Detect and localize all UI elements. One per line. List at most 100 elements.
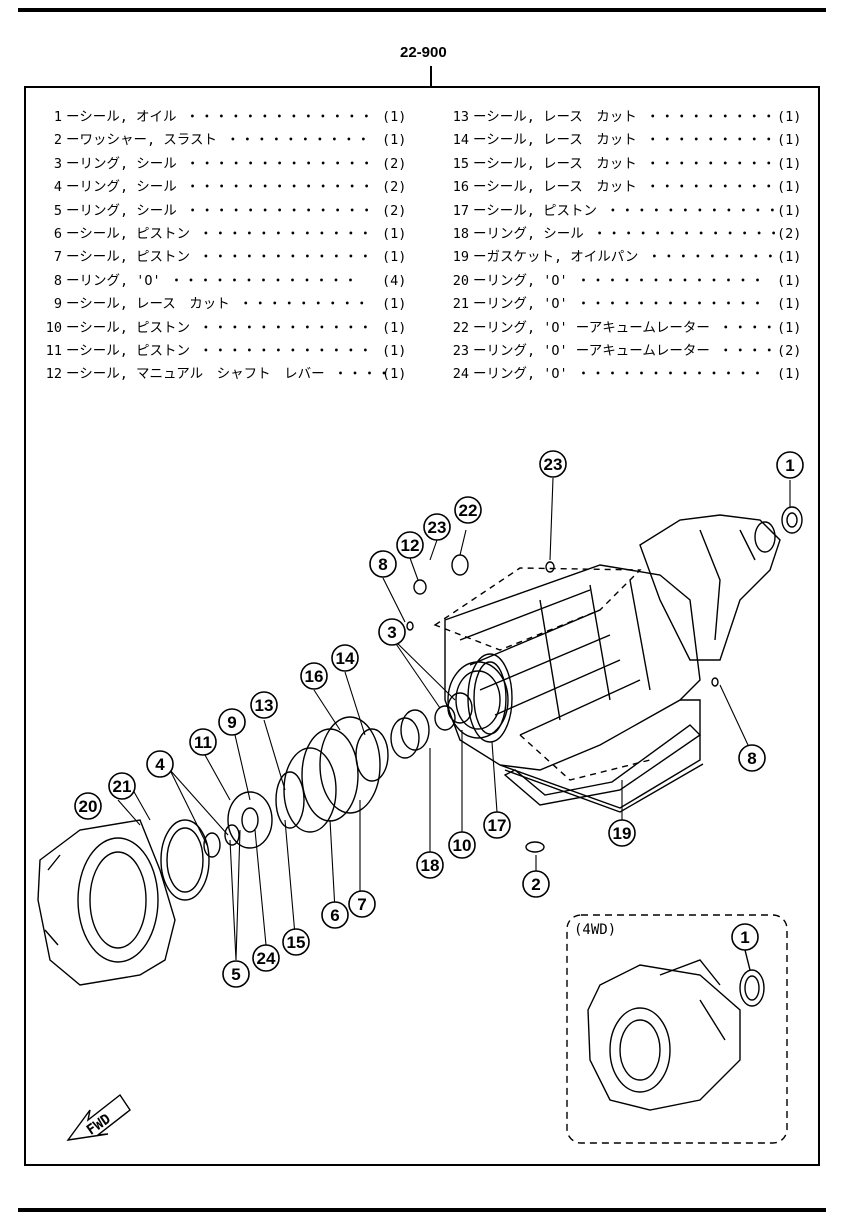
part-number: 11 (45, 342, 62, 359)
callout-circle (454, 496, 482, 524)
part-name: ーシール, レース カット (66, 296, 230, 313)
callout-circle (300, 662, 328, 690)
part-quantity: (1) (777, 109, 802, 125)
leader-dots: ・・・・・・・・・ (229, 296, 370, 313)
callout-number: 8 (378, 555, 387, 574)
part-quantity: (1) (382, 366, 407, 383)
callout-circle (483, 811, 511, 839)
part-quantity: (1) (777, 179, 802, 196)
part-quantity: (1) (777, 155, 802, 172)
part-number: 17 (452, 202, 469, 219)
callout-number: 20 (79, 797, 98, 816)
bottom-rule (18, 1208, 826, 1212)
leader-dots: ・・・・・・・・・・・・ (597, 202, 781, 219)
callout-circle (218, 708, 246, 736)
callout-8: 8 (738, 744, 766, 772)
leader-dots: ・・・・・・・・・ (636, 155, 777, 172)
callout-number: 1 (785, 456, 794, 475)
part-number: 20 (452, 272, 469, 289)
part-number: 16 (452, 179, 469, 196)
variant-label: (4WD) (574, 922, 616, 938)
callout-circle (282, 928, 310, 956)
leader-dots: ・・・・・・・・・・・・・ (583, 225, 782, 242)
callout-number: 16 (305, 667, 324, 686)
callout-circle (738, 744, 766, 772)
part-name: ーシール, ピストン (66, 319, 190, 336)
callout-number: 17 (488, 816, 507, 835)
callout-circle (423, 513, 451, 541)
part-number: 23 (452, 342, 469, 359)
leader-dots: ・・・・ (709, 319, 777, 336)
part-number: 9 (53, 296, 62, 313)
part-quantity: (4) (382, 272, 407, 289)
leader-dots: ・・・・・・・・・ (638, 249, 779, 266)
callout-8: 8 (369, 550, 397, 578)
part-number: 8 (53, 272, 62, 289)
part-number: 18 (452, 225, 469, 242)
part-name: ーシール, ピストン (66, 342, 190, 359)
callout-9: 9 (218, 708, 246, 736)
reference-leader (430, 66, 432, 86)
part-name: ーリング, 'O' ーアキュームレーター (473, 342, 710, 359)
callout-16: 16 (300, 662, 328, 690)
part-quantity: (1) (382, 296, 407, 313)
part-name: ーリング, 'O' ーアキュームレーター (473, 319, 710, 336)
callout-circle (331, 644, 359, 672)
callout-circle (396, 531, 424, 559)
callout-circle (369, 550, 397, 578)
callout-18: 18 (416, 851, 444, 879)
part-name: ーシール, マニュアル シャフト レバー (66, 366, 325, 383)
top-rule (18, 8, 826, 12)
callout-number: 14 (336, 649, 355, 668)
part-quantity: (1) (382, 319, 407, 336)
part-number: 3 (53, 155, 62, 172)
callout-number: 11 (194, 733, 212, 752)
callout-circle (608, 819, 636, 847)
leader-dots: ・・・・・・・・・・・・ (190, 319, 374, 336)
callout-22: 22 (454, 496, 482, 524)
callout-17: 17 (483, 811, 511, 839)
callout-14: 14 (331, 644, 359, 672)
part-name: ーリング, 'O' (473, 296, 568, 313)
seal-rings (160, 506, 803, 901)
oil-pan-gasket (503, 724, 702, 806)
part-number: 13 (452, 109, 469, 125)
part-name: ーワッシャー, スラスト (66, 132, 217, 149)
part-quantity: (1) (382, 109, 407, 125)
callout-23: 23 (539, 450, 567, 478)
leader-dots: ・・・・ (324, 366, 392, 383)
part-name: ーシール, レース カット (473, 132, 637, 149)
callout-23: 23 (423, 513, 451, 541)
callout-3: 3 (378, 618, 406, 646)
callout-circle (146, 750, 174, 778)
part-quantity: (2) (382, 202, 407, 219)
part-quantity: (1) (382, 132, 407, 149)
callout-number: 23 (428, 518, 447, 537)
part-quantity: (1) (777, 132, 802, 149)
leader-dots: ・・・・・・・・・・・・・ (567, 296, 766, 313)
callout-1: 1 (731, 923, 759, 951)
callout-circle (731, 923, 759, 951)
part-number: 15 (452, 155, 469, 172)
leader-dots: ・・・・・・・・・・・・・ (176, 109, 375, 125)
part-quantity: (2) (777, 225, 802, 242)
part-name: ーシール, レース カット (473, 109, 637, 125)
part-number: 22 (452, 319, 469, 336)
fwd-arrow (66, 1093, 131, 1141)
part-number: 14 (452, 132, 469, 149)
part-number: 12 (45, 366, 62, 383)
callout-number: 5 (231, 965, 240, 984)
part-quantity: (1) (382, 342, 407, 359)
part-name: ーリング, シール (66, 179, 177, 196)
